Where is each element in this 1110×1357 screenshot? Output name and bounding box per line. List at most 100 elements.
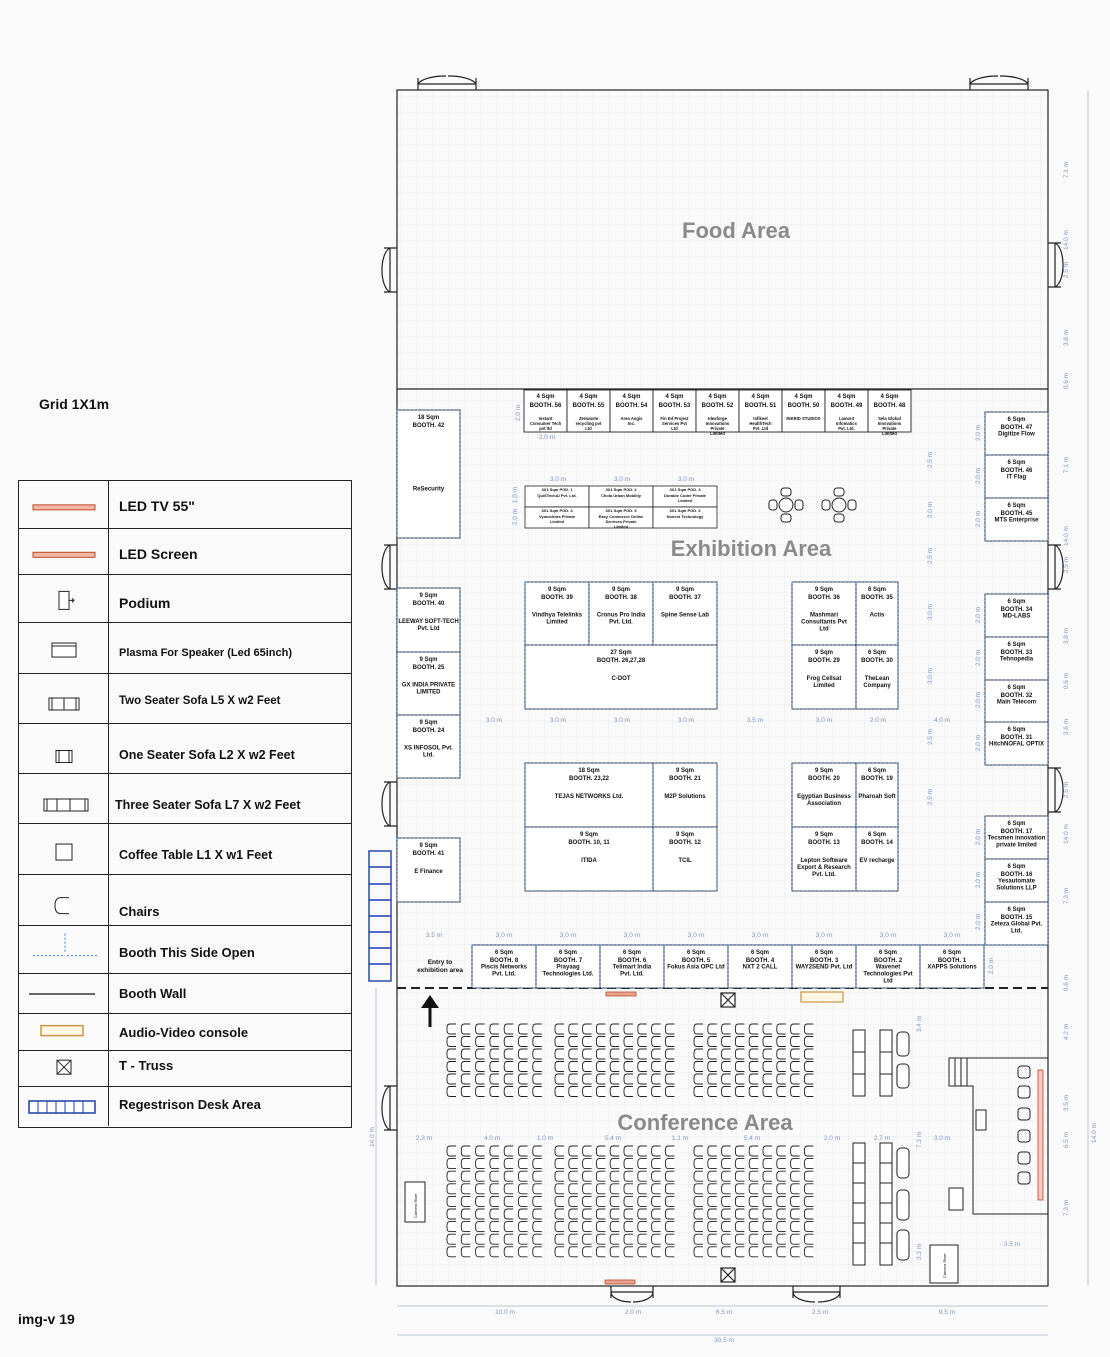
- chair-icon: [623, 1048, 633, 1060]
- chair-icon: [651, 1086, 661, 1097]
- chair-icon: [532, 1246, 542, 1258]
- dimension-label: 3.8 m: [1063, 628, 1070, 644]
- coffee-table-icon: [19, 824, 109, 874]
- dimension-label: 3.0 m: [944, 932, 960, 939]
- chair-icon: [568, 1246, 578, 1258]
- booth-size: 6 Sqm: [868, 587, 886, 593]
- legend-label: T - Truss: [119, 1057, 174, 1073]
- booth-wall: [984, 593, 1049, 638]
- booth-number: BOOTH. 55: [573, 403, 605, 409]
- chair-icon: [693, 1233, 703, 1245]
- dimension-label: 3.0 m: [550, 476, 566, 483]
- door-icon: [1048, 242, 1064, 813]
- podium-icon: [19, 575, 109, 622]
- booth-open-side: [984, 721, 1049, 766]
- chair-icon: [609, 1170, 620, 1182]
- chair-icon: [651, 1048, 661, 1060]
- booth-company: Spine Sense Lab: [661, 613, 709, 619]
- pod-wall: [652, 506, 718, 529]
- chair-icon: [623, 1061, 633, 1072]
- booth-company: ITIDA: [581, 858, 597, 864]
- chair-icon: [503, 1208, 514, 1220]
- dimension-label: 5.4 m: [605, 1135, 621, 1142]
- chair-icon: [762, 1036, 772, 1047]
- booth-number: BOOTH. 36: [808, 595, 840, 601]
- chair-icon: [582, 1233, 592, 1245]
- booth-wall: [523, 389, 568, 433]
- legend-label: Chairs: [119, 903, 160, 919]
- chair-icon: [693, 1061, 703, 1072]
- pod-company: Easy Commerce Online: [599, 514, 644, 519]
- chair-icon: [503, 1183, 514, 1195]
- chair-icon: [489, 1246, 499, 1258]
- dimension-label: 7.3 m: [1063, 1200, 1070, 1216]
- chair-icon: [568, 1170, 578, 1182]
- chair-icon: [693, 1246, 703, 1258]
- chair-icon: [568, 1208, 578, 1220]
- chair-icon: [748, 1061, 759, 1072]
- chair-icon: [532, 1158, 542, 1170]
- door-icon: [969, 75, 1029, 90]
- chair-icon: [721, 1061, 731, 1072]
- booth-wall: [396, 409, 461, 539]
- chair-icon: [693, 1158, 703, 1170]
- booth-company: XS INFOSOL Pvt.: [404, 746, 453, 752]
- booth-company: Innovations: [706, 421, 730, 426]
- chair-icon: [748, 1195, 759, 1207]
